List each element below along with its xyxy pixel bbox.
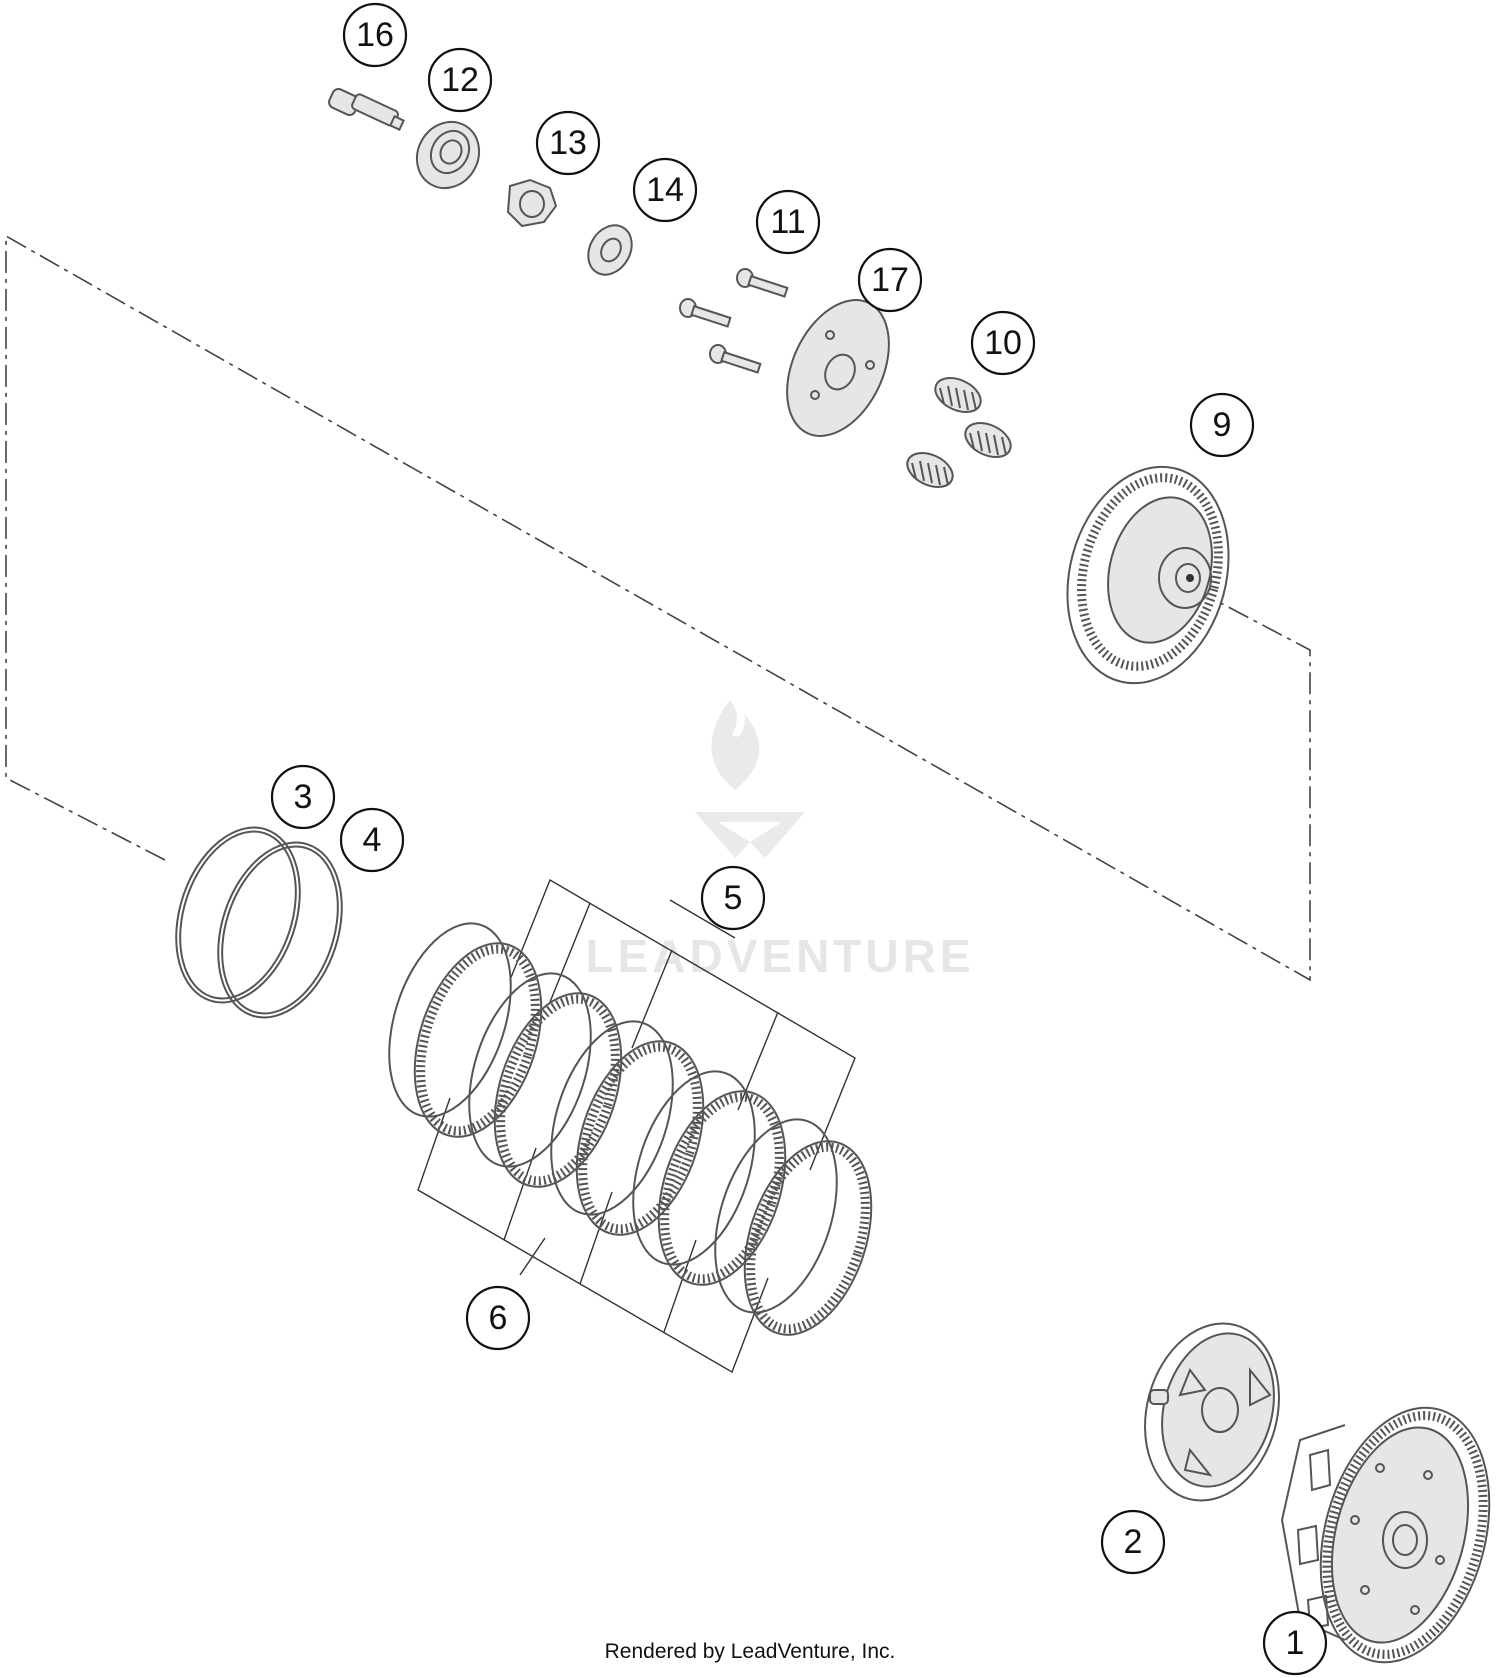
svg-text:13: 13 bbox=[549, 124, 587, 162]
callout-16[interactable]: 16 bbox=[342, 2, 408, 68]
svg-text:6: 6 bbox=[489, 1299, 508, 1337]
watermark-flame-icon bbox=[711, 700, 760, 790]
callout-9[interactable]: 9 bbox=[1189, 392, 1255, 458]
part-12-bearing bbox=[415, 120, 481, 190]
callout-10[interactable]: 10 bbox=[970, 310, 1036, 376]
svg-text:16: 16 bbox=[356, 16, 394, 54]
svg-text:12: 12 bbox=[441, 61, 479, 99]
svg-text:5: 5 bbox=[724, 879, 743, 917]
part-bracket-lines bbox=[417, 878, 856, 1374]
svg-text:2: 2 bbox=[1124, 1523, 1143, 1561]
callout-14[interactable]: 14 bbox=[632, 157, 698, 223]
callout-5[interactable]: 5 bbox=[700, 865, 766, 931]
svg-text:4: 4 bbox=[363, 821, 382, 859]
part-11-screws bbox=[679, 268, 789, 374]
part-9-clutch-hub bbox=[1066, 465, 1230, 685]
part-10-springs bbox=[906, 377, 1012, 488]
svg-text:14: 14 bbox=[646, 171, 684, 209]
svg-text:11: 11 bbox=[770, 203, 805, 241]
watermark: LEADVENTURE bbox=[585, 700, 974, 982]
part-4-oring bbox=[217, 841, 343, 1019]
callout-6[interactable]: 6 bbox=[465, 1285, 531, 1351]
callout-17[interactable]: 17 bbox=[857, 247, 923, 313]
part-14-washer bbox=[587, 224, 633, 276]
callout-3[interactable]: 3 bbox=[270, 764, 336, 830]
svg-text:1: 1 bbox=[1286, 1624, 1305, 1662]
footer-credit: Rendered by LeadVenture, Inc. bbox=[605, 1640, 896, 1663]
callout-11[interactable]: 11 bbox=[755, 189, 821, 255]
svg-text:3: 3 bbox=[294, 778, 313, 816]
part-16-pushrod bbox=[328, 87, 405, 131]
callout-12[interactable]: 12 bbox=[427, 47, 493, 113]
part-2-damper-plate bbox=[1144, 1322, 1280, 1502]
part-3-oring bbox=[175, 826, 301, 1004]
callout-13[interactable]: 13 bbox=[535, 110, 601, 176]
svg-text:10: 10 bbox=[984, 324, 1022, 362]
callout-4[interactable]: 4 bbox=[339, 807, 405, 873]
callout-2[interactable]: 2 bbox=[1100, 1509, 1166, 1575]
svg-text:17: 17 bbox=[871, 261, 909, 299]
watermark-text: LEADVENTURE bbox=[585, 930, 974, 982]
part-13-nut bbox=[506, 178, 558, 228]
watermark-chevron-icon bbox=[695, 812, 805, 858]
svg-text:9: 9 bbox=[1213, 406, 1232, 444]
part-17-pressure-plate bbox=[786, 299, 890, 437]
part-1-clutch-basket bbox=[1280, 1406, 1491, 1664]
callout-1[interactable]: 1 bbox=[1262, 1610, 1328, 1676]
part-5-6-clutch-plate-pack bbox=[388, 922, 873, 1336]
